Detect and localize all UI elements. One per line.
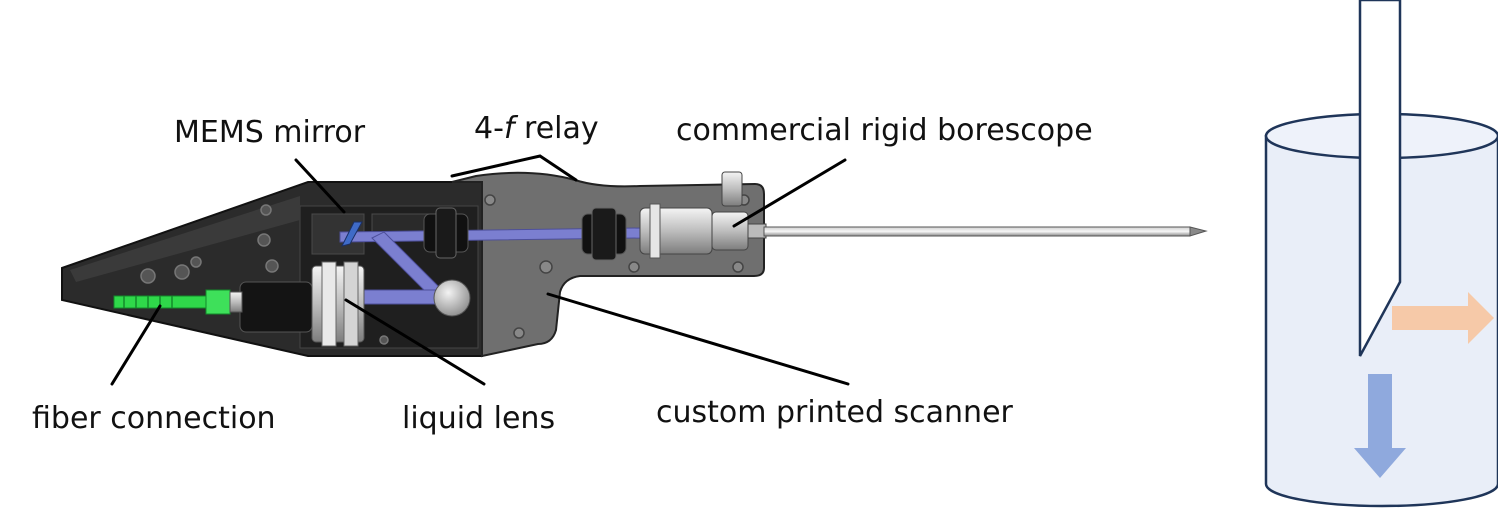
fiber-connector xyxy=(113,289,243,315)
label-custom-scanner: custom printed scanner xyxy=(656,395,1013,430)
mems-mirror-element xyxy=(341,221,363,247)
leader-liquid-lens xyxy=(344,298,486,386)
liquid-lens-element xyxy=(239,261,365,347)
fold-mirror xyxy=(433,279,471,317)
borescope-assembly xyxy=(639,171,1208,259)
relay-lens-right xyxy=(581,207,627,261)
label-4f-f: f xyxy=(503,111,515,146)
leader-relay-bracket xyxy=(450,154,578,182)
leader-scanner xyxy=(546,292,850,386)
side-arrow-icon xyxy=(1392,292,1494,344)
label-4f-suffix: relay xyxy=(514,111,599,146)
label-fiber-connection: fiber connection xyxy=(32,401,276,436)
probe-tube xyxy=(1358,0,1402,357)
relay-lens-left xyxy=(423,207,469,259)
leader-fiber xyxy=(110,304,162,386)
leader-lines xyxy=(110,154,850,386)
leader-borescope xyxy=(732,158,847,228)
beam-path xyxy=(339,227,641,309)
label-borescope: commercial rigid borescope xyxy=(676,113,1093,148)
label-4f-prefix: 4- xyxy=(474,111,504,146)
printed-scanner-body xyxy=(451,171,765,358)
label-liquid-lens: liquid lens xyxy=(402,401,556,436)
down-arrow-icon xyxy=(1354,374,1406,478)
label-mems-mirror: MEMS mirror xyxy=(174,115,366,150)
leader-mems xyxy=(294,158,346,214)
cylinder-schematic xyxy=(1264,0,1498,508)
label-4f-relay: 4-f relay xyxy=(474,114,599,144)
